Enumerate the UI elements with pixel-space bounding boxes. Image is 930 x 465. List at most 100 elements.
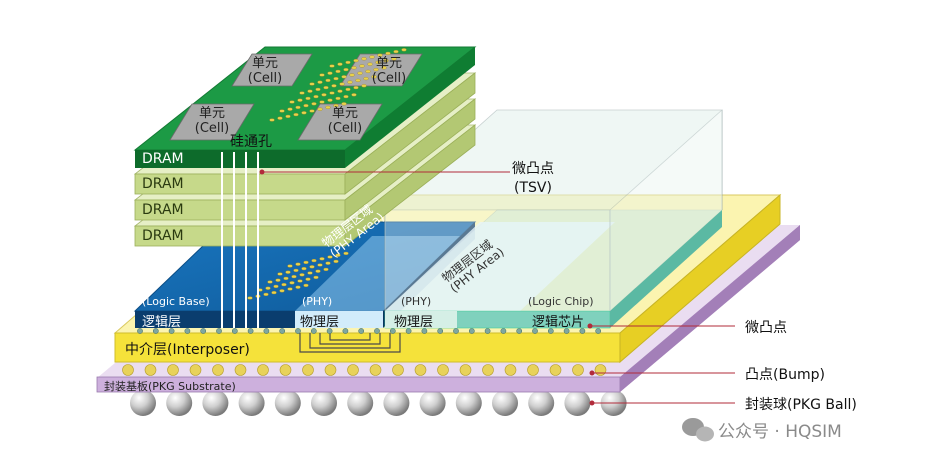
tsv-dot — [305, 96, 311, 100]
tsv-dot — [323, 267, 329, 271]
tsv-dot — [325, 261, 331, 265]
tsv-dot — [325, 78, 331, 82]
tsv-dot — [353, 58, 359, 63]
tsv-dot — [381, 66, 387, 70]
tsv-dot — [315, 269, 321, 273]
tsv-dot — [327, 71, 333, 75]
tsv-dot — [281, 283, 287, 287]
microbump-annotation: 微凸点 — [745, 320, 787, 336]
tsv-dot — [335, 69, 341, 73]
tsv-dot — [311, 102, 317, 106]
dram-layer-label: DRAM — [142, 228, 184, 244]
tsv-annotation-cn: 微凸点 — [512, 161, 554, 177]
bump — [392, 364, 404, 376]
microbump — [168, 328, 175, 334]
tsv-dot — [359, 64, 365, 68]
watermark: 公众号 · HQSIM — [718, 422, 842, 442]
tsv-dot — [327, 255, 333, 259]
tsv-dot — [295, 105, 301, 109]
bump — [527, 364, 539, 376]
tsv-dot — [329, 91, 335, 95]
tsv-dot — [317, 263, 323, 267]
tsv-dot — [371, 75, 377, 79]
tsv-dot — [307, 271, 313, 275]
package-ball — [492, 390, 518, 416]
package-ball — [419, 390, 446, 416]
tsv-dot — [321, 93, 327, 97]
tsv-dot — [313, 94, 319, 99]
bump — [369, 364, 382, 376]
tsv-dot — [291, 275, 297, 279]
microbump — [137, 328, 143, 334]
package-ball — [311, 390, 337, 416]
tsv-dot — [299, 91, 305, 95]
cell-name: 单元 — [251, 56, 278, 71]
microbump — [468, 328, 475, 334]
tsv-dots — [247, 48, 407, 300]
tsv-dot — [357, 71, 363, 75]
package-ball — [274, 390, 301, 416]
logic-base-en: (Logic Base) — [142, 295, 210, 308]
tsv-dot — [361, 57, 367, 61]
tsv-annotation-en: (TSV) — [514, 180, 552, 196]
tsv-dot — [341, 102, 347, 106]
tsv-dot — [283, 276, 289, 280]
tsv-dot — [351, 93, 357, 97]
bump — [167, 364, 179, 376]
tsv-dot — [333, 103, 339, 108]
tsv-dot — [307, 89, 313, 93]
microbump — [405, 328, 412, 334]
interposer-wiring — [299, 333, 401, 353]
tsv-dot — [325, 105, 331, 109]
tsv-columns — [221, 152, 259, 328]
tsv-dot — [275, 278, 281, 282]
tsv-dot — [333, 76, 339, 81]
tsv-dot — [269, 118, 275, 122]
logic-chip-cn: 逻辑芯片 — [532, 315, 585, 330]
bump-annotation: 凸点(Bump) — [745, 367, 825, 383]
logic-chip-phy-cn: 物理层 — [394, 315, 434, 330]
tsv-dot — [317, 80, 323, 84]
dram-cell-label: 单元 (Cell) — [369, 56, 409, 86]
tsv-dot — [303, 283, 309, 287]
microbump — [484, 328, 491, 334]
cell-en: (Cell) — [247, 71, 283, 86]
microbump — [263, 328, 270, 334]
tsv-annotation: 微凸点 (TSV) — [512, 160, 554, 198]
microbump — [563, 328, 570, 334]
tsv-dot — [297, 98, 303, 102]
tsv-dot — [327, 98, 333, 102]
tsv-dot — [349, 73, 355, 77]
tsv-dot — [401, 48, 407, 52]
tsv-dot — [285, 114, 291, 118]
bump — [144, 364, 157, 376]
cell-en: (Cell) — [327, 121, 363, 136]
logic-base-phy-en: (PHY) — [302, 295, 333, 308]
tsv-dot — [267, 280, 273, 284]
bump — [279, 364, 292, 376]
tsv-dot — [309, 109, 315, 113]
tsv-dot — [333, 259, 339, 263]
cell-name: 单元 — [375, 56, 402, 71]
tsv-dot — [345, 87, 351, 91]
package-ball — [202, 390, 229, 416]
tsv-dot — [301, 267, 307, 271]
tsv-dot — [273, 284, 279, 288]
tsv-dot — [295, 262, 301, 266]
tsv-dot — [343, 94, 349, 99]
tsv-dot — [289, 281, 295, 285]
package-ball — [528, 390, 555, 416]
dram-layer-label: DRAM — [142, 151, 184, 167]
tsv-dot — [287, 264, 293, 268]
tsv-dot — [335, 96, 341, 100]
microbump — [247, 328, 254, 334]
tsv-dot — [319, 100, 325, 104]
bump — [437, 364, 449, 376]
microbumps — [137, 328, 602, 334]
tsv-dot — [297, 279, 303, 283]
microbump — [295, 328, 301, 334]
tsv-dot — [311, 259, 317, 263]
package-ball — [347, 390, 374, 416]
microbump — [437, 328, 444, 334]
